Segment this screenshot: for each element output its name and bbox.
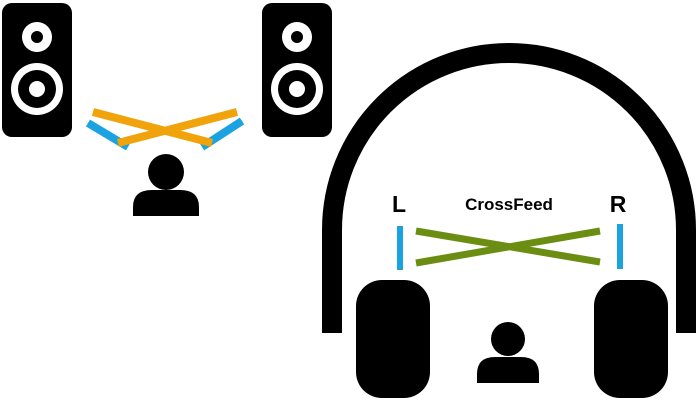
- headphone-cross-path-right-to-left: [415, 227, 601, 267]
- right-speaker-icon: [262, 3, 332, 137]
- headphones-icon: [322, 43, 696, 398]
- headphone-cross-paths: [415, 227, 601, 267]
- speaker-cross-path-right-to-left: [116, 108, 239, 147]
- left-channel-label: L: [392, 191, 406, 217]
- headband: [322, 43, 696, 333]
- speaker-cross-paths: [91, 108, 239, 147]
- left-speaker-icon: [2, 3, 72, 137]
- right-channel-label: R: [610, 191, 627, 217]
- left-ear-cup: [356, 280, 430, 398]
- speaker-listener-icon: [133, 154, 199, 216]
- crossfeed-label: CrossFeed: [465, 195, 553, 214]
- headphone-direct-paths: [397, 224, 623, 270]
- headphone-listener-icon: [477, 322, 539, 383]
- speaker-cross-path-left-to-right: [91, 108, 214, 147]
- right-ear-cup: [594, 280, 668, 398]
